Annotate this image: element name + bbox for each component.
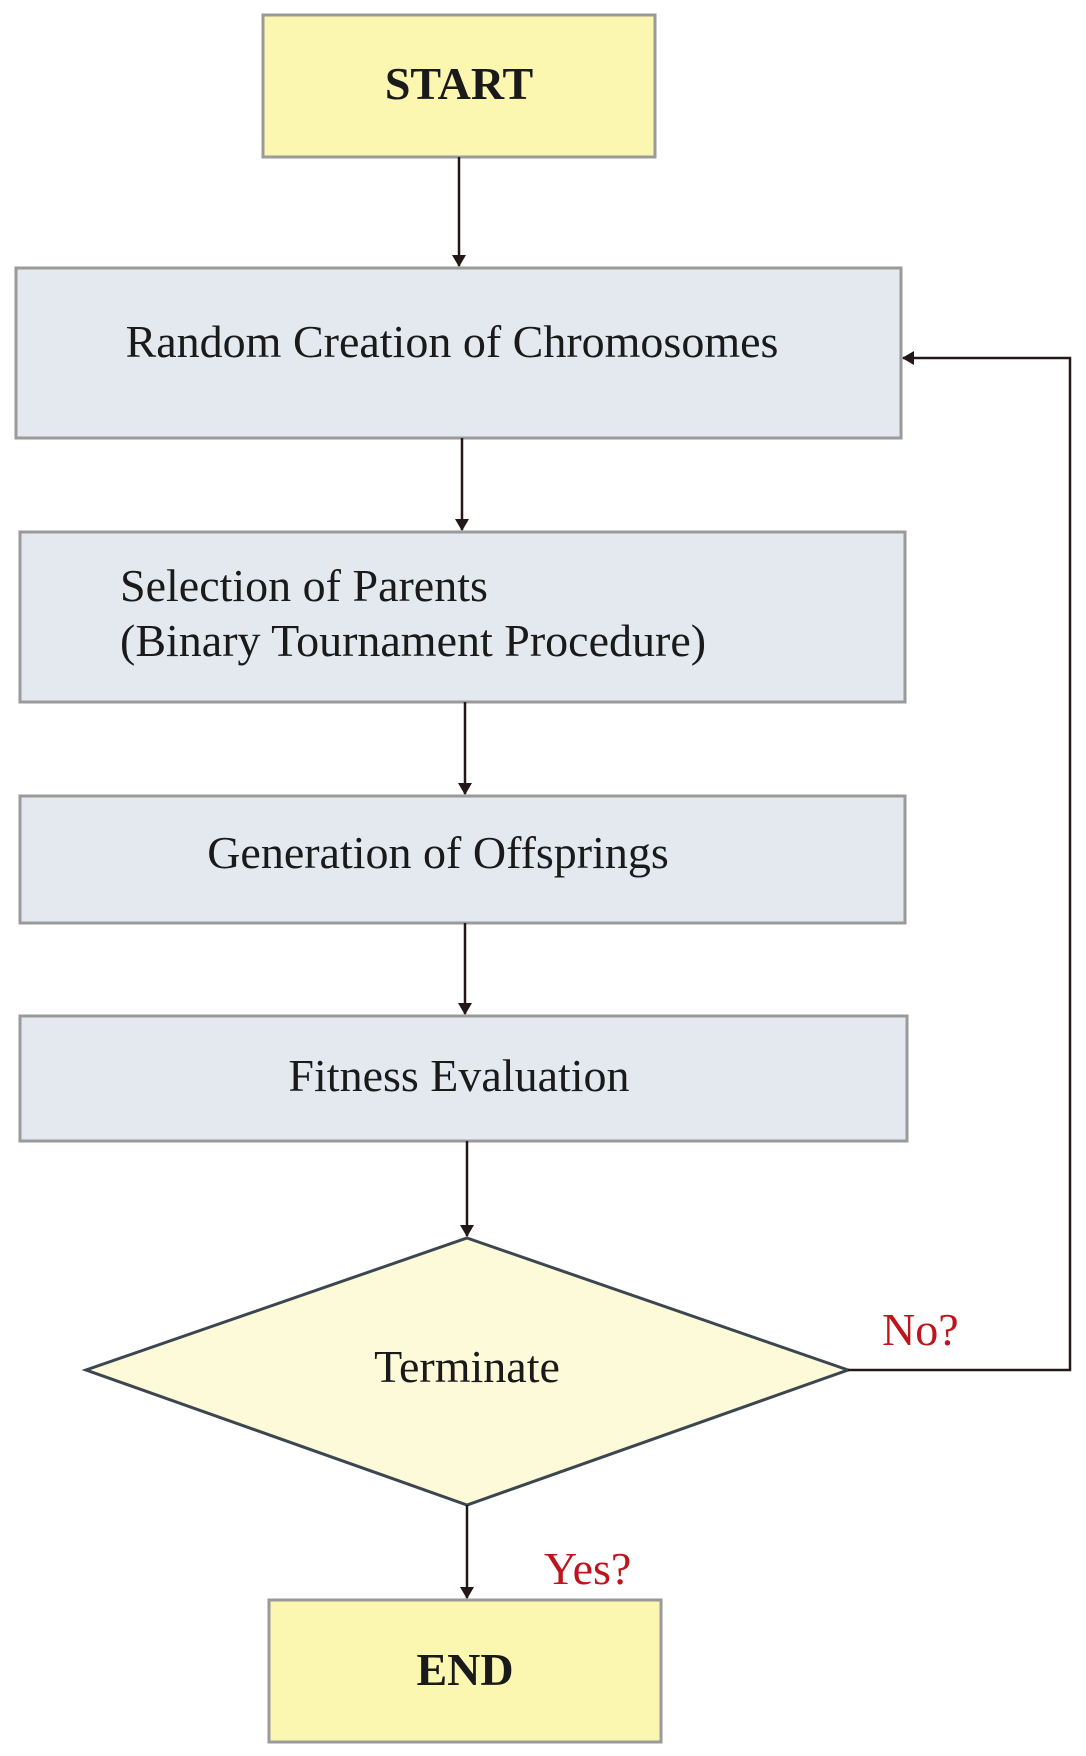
end-label: END xyxy=(416,1644,513,1695)
yes-branch-label: Yes? xyxy=(544,1543,631,1594)
connectors xyxy=(452,157,1072,1599)
random-creation-label: Random Creation of Chromosomes xyxy=(126,316,779,367)
selection-label-line2: (Binary Tournament Procedure) xyxy=(120,615,706,666)
selection-label-line1: Selection of Parents xyxy=(120,560,488,611)
generation-node: Generation of Offsprings xyxy=(18,794,907,925)
generation-label: Generation of Offsprings xyxy=(207,827,669,878)
terminate-decision: Terminate xyxy=(81,1236,853,1507)
random-creation-node: Random Creation of Chromosomes xyxy=(14,266,903,440)
fitness-label: Fitness Evaluation xyxy=(288,1050,629,1101)
terminate-label: Terminate xyxy=(374,1341,560,1392)
start-node: START xyxy=(261,13,657,159)
fitness-node: Fitness Evaluation xyxy=(18,1014,909,1143)
selection-node: Selection of Parents (Binary Tournament … xyxy=(18,530,907,704)
no-branch-label: No? xyxy=(882,1304,959,1355)
end-node: END xyxy=(267,1598,663,1744)
arrow-no-loop-back xyxy=(848,351,1072,1372)
start-label: START xyxy=(385,58,533,109)
